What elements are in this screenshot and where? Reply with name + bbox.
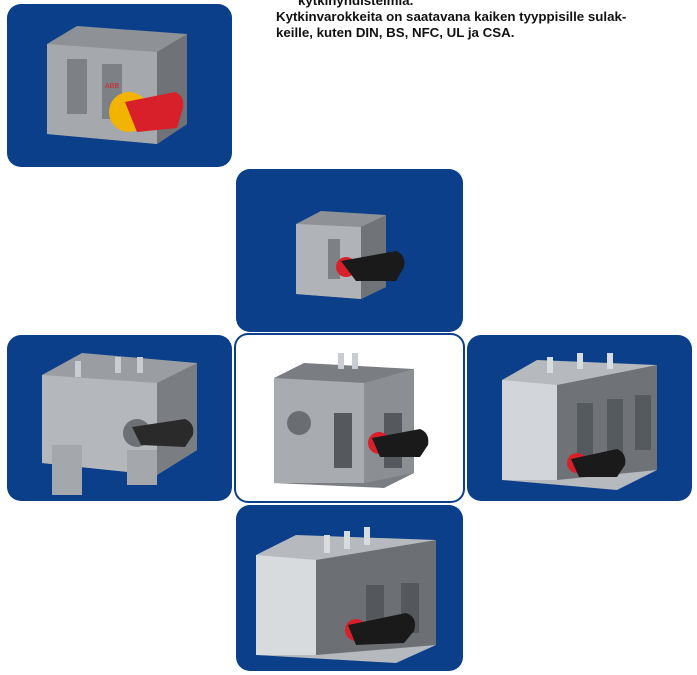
product-tile-left xyxy=(7,335,232,501)
switch-disconnector-left-image xyxy=(42,353,197,495)
product-tile-bottom xyxy=(236,505,463,671)
product-tile-red-handle: ABB xyxy=(7,4,232,167)
intro-line-1: kytkinyhdistelmiä. xyxy=(298,0,414,8)
product-tile-right xyxy=(467,335,692,501)
intro-line-2: Kytkinvarokkeita on saatavana kaiken tyy… xyxy=(276,9,627,24)
intro-paragraph: kytkinyhdistelmiä. Kytkinvarokkeita on s… xyxy=(276,0,676,41)
switch-disconnector-center-image xyxy=(274,353,429,488)
switch-disconnector-bottom-image xyxy=(256,527,436,663)
switch-disconnector-red-image: ABB xyxy=(47,26,187,144)
switch-disconnector-right-image xyxy=(502,353,657,490)
intro-line-3: keille, kuten DIN, BS, NFC, UL ja CSA. xyxy=(276,25,515,40)
switch-disconnector-small-image xyxy=(296,211,405,299)
brand-label: ABB xyxy=(105,83,119,90)
product-tile-small-black-handle xyxy=(236,169,463,332)
product-tile-center xyxy=(234,333,465,503)
